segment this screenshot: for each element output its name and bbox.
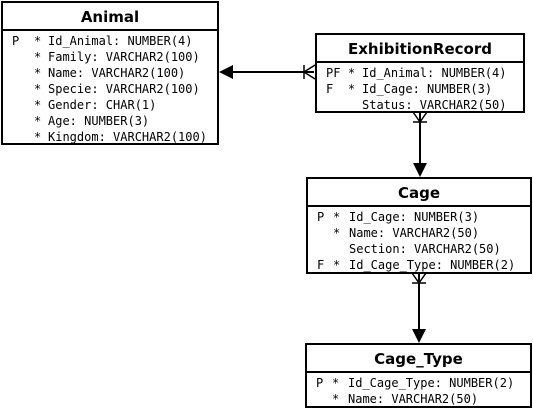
attribute-row: *Name: VARCHAR2(100) (34, 66, 186, 80)
attribute-row: F*Id_Cage: NUMBER(3) (326, 82, 493, 96)
entity-animal[interactable]: Animal P*Id_Animal: NUMBER(4) *Family: V… (1, 1, 219, 145)
attribute-row: *Name: VARCHAR2(50) (332, 392, 479, 406)
entity-title: Cage (308, 179, 530, 207)
attribute-row: *Name: VARCHAR2(50) (333, 226, 480, 240)
relationship-cage-cagetype (411, 272, 427, 343)
attribute-row: P*Id_Animal: NUMBER(4) (12, 34, 193, 48)
relationship-exhibitionrecord-cage (412, 111, 428, 177)
arrowhead-icon (413, 163, 427, 177)
attribute-row: *Gender: CHAR(1) (34, 98, 157, 112)
attribute-row: *Kingdom: VARCHAR2(100) (34, 130, 207, 144)
attribute-row: Status: VARCHAR2(50) (362, 98, 507, 112)
attribute-row: P*Id_Cage_Type: NUMBER(2) (316, 376, 515, 390)
entity-cage[interactable]: Cage P*Id_Cage: NUMBER(3) *Name: VARCHAR… (306, 177, 532, 274)
entity-title: Animal (3, 3, 217, 31)
attribute-row: PF*Id_Animal: NUMBER(4) (326, 66, 507, 80)
attribute-row: *Specie: VARCHAR2(100) (34, 82, 200, 96)
attribute-row: Section: VARCHAR2(50) (349, 242, 501, 256)
attribute-list: PF*Id_Animal: NUMBER(4) F*Id_Cage: NUMBE… (317, 63, 523, 112)
arrowhead-icon (412, 329, 426, 343)
attribute-row: *Age: NUMBER(3) (34, 114, 150, 128)
attribute-row: F*Id_Cage_Type: NUMBER(2) (317, 258, 516, 272)
arrowhead-icon (219, 65, 233, 79)
entity-title: Cage_Type (307, 345, 530, 373)
entity-cage-type[interactable]: Cage_Type P*Id_Cage_Type: NUMBER(2) *Nam… (305, 343, 532, 408)
attribute-list: P*Id_Animal: NUMBER(4) *Family: VARCHAR2… (3, 31, 217, 144)
attribute-row: P*Id_Cage: NUMBER(3) (317, 210, 480, 224)
entity-title: ExhibitionRecord (317, 35, 523, 63)
attribute-row: *Family: VARCHAR2(100) (34, 50, 200, 64)
relationship-exhibitionrecord-animal (219, 64, 316, 80)
attribute-list: P*Id_Cage_Type: NUMBER(2) *Name: VARCHAR… (307, 373, 530, 406)
entity-exhibition-record[interactable]: ExhibitionRecord PF*Id_Animal: NUMBER(4)… (315, 33, 525, 113)
attribute-list: P*Id_Cage: NUMBER(3) *Name: VARCHAR2(50)… (308, 207, 530, 272)
